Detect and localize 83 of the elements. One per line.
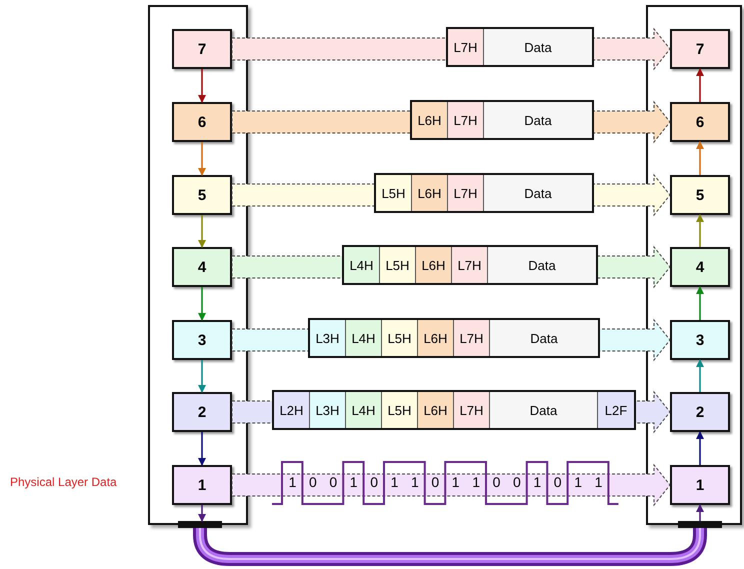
packet-frame: [446, 27, 594, 67]
header-cell: L7H: [448, 175, 484, 211]
header-cell: L7H: [452, 247, 488, 283]
band-arrow: [232, 464, 671, 506]
header-cell: L2H: [274, 392, 310, 428]
header-cell: L4H: [346, 392, 382, 428]
header-cell: L4H: [344, 247, 380, 283]
arrow: [696, 214, 704, 247]
layer-box: 7: [172, 29, 232, 69]
arrow: [696, 504, 704, 521]
packet-frame: [272, 390, 636, 430]
bit-label: 0: [512, 474, 522, 490]
band-arrow: [232, 28, 671, 70]
packet-frame: [342, 245, 598, 285]
arrow: [696, 359, 704, 392]
header-cell: L4H: [346, 320, 382, 356]
packet-frame: [308, 318, 600, 358]
trailer-cell: L2F: [598, 392, 634, 428]
header-cell: L6H: [412, 175, 448, 211]
packet-frame: [410, 100, 594, 140]
bit-label: 0: [308, 474, 318, 490]
band-arrow: [232, 174, 671, 216]
header-cell: L5H: [382, 320, 418, 356]
band-arrow: [232, 390, 671, 434]
bit-label: 0: [328, 474, 338, 490]
header-cell: L5H: [380, 247, 416, 283]
arrow: [696, 431, 704, 465]
arrow: [198, 432, 206, 466]
bit-label: 1: [410, 474, 420, 490]
layer-box: 5: [670, 175, 730, 215]
bit-label: 0: [430, 474, 440, 490]
layer-box: 4: [670, 247, 730, 287]
header-cell: L6H: [416, 247, 452, 283]
header-cell: L3H: [310, 320, 346, 356]
layer-box: 3: [670, 320, 730, 360]
header-cell: L7H: [454, 392, 490, 428]
arrow: [198, 215, 206, 248]
layer-box: 5: [172, 175, 232, 215]
header-cell: L6H: [418, 320, 454, 356]
header-cell: L7H: [454, 320, 490, 356]
bit-label: 1: [288, 474, 298, 490]
bit-label: 1: [532, 474, 542, 490]
header-cell: L3H: [310, 392, 346, 428]
cable-drawing: [176, 521, 724, 567]
bit-label: 1: [450, 474, 461, 490]
side-label: Physical Layer Data: [10, 475, 117, 489]
arrow: [198, 69, 206, 103]
arrow: [198, 360, 206, 393]
band-arrow: [232, 318, 671, 362]
arrow: [696, 286, 704, 320]
bit-label: 1: [471, 474, 481, 490]
arrow: [198, 505, 206, 522]
bit-label: 1: [594, 474, 604, 490]
bit-label: 1: [573, 474, 583, 490]
header-cell: L6H: [418, 392, 454, 428]
layer-box: 2: [670, 392, 730, 432]
stack-panel: [646, 5, 742, 525]
stack-panel: [148, 5, 248, 525]
arrow: [198, 287, 206, 321]
layer-box: 1: [670, 465, 730, 505]
bit-label: 0: [369, 474, 379, 490]
bit-label: 1: [348, 474, 359, 490]
header-cell: L7H: [448, 102, 484, 138]
band-arrow: [232, 246, 671, 288]
layer-box: 2: [172, 392, 232, 432]
layer-box: 7: [670, 29, 730, 69]
arrow: [198, 142, 206, 176]
packet-frame: [374, 173, 594, 213]
bit-label: 1: [390, 474, 400, 490]
layer-box: 6: [670, 102, 730, 142]
layer-box: 1: [172, 465, 232, 505]
header-cell: L5H: [376, 175, 412, 211]
band-arrow: [232, 100, 671, 144]
bit-label: 0: [552, 474, 563, 490]
header-cell: L5H: [382, 392, 418, 428]
header-cell: L6H: [412, 102, 448, 138]
layer-box: 6: [172, 102, 232, 142]
arrow: [696, 68, 704, 102]
header-cell: L7H: [448, 29, 484, 65]
layer-box: 4: [172, 247, 232, 287]
arrow: [696, 141, 704, 175]
bit-label: 0: [492, 474, 502, 490]
layer-box: 3: [172, 320, 232, 360]
